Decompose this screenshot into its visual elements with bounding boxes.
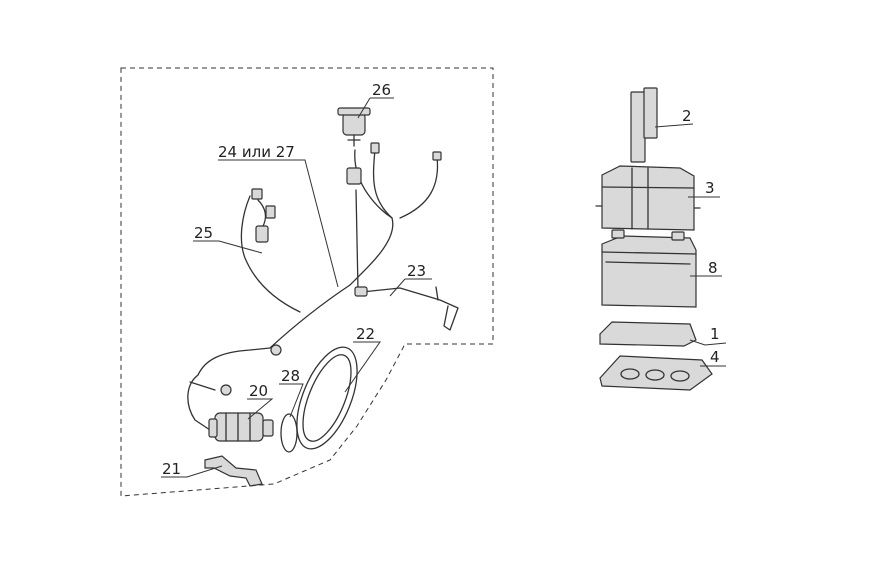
battery <box>601 229 697 308</box>
starter-motor <box>208 412 274 442</box>
rotor-plate <box>296 346 358 450</box>
callout-28: 28 <box>281 367 300 385</box>
callout-3: 3 <box>705 179 715 197</box>
battery-cover <box>595 165 701 231</box>
ground-cable <box>354 286 459 331</box>
callout-26: 26 <box>372 81 391 99</box>
starter-relay <box>337 107 371 147</box>
callout-22: 22 <box>356 325 375 343</box>
wire-harness <box>197 142 442 376</box>
battery-tray <box>599 321 697 347</box>
callout-25: 25 <box>194 224 213 242</box>
callout-20: 20 <box>249 382 268 400</box>
callout-24-or-27: 24 или 27 <box>218 143 295 161</box>
battery-holder <box>599 355 713 391</box>
callout-2: 2 <box>682 107 692 125</box>
callout-23: 23 <box>407 262 426 280</box>
callout-21: 21 <box>162 460 181 478</box>
callout-4: 4 <box>710 348 720 366</box>
battery-strap <box>630 87 658 163</box>
callout-8: 8 <box>708 259 718 277</box>
battery-cable <box>187 374 232 431</box>
group-boundary <box>120 67 494 497</box>
leader-lines <box>161 97 727 478</box>
o-ring <box>280 413 298 453</box>
callout-1: 1 <box>710 325 720 343</box>
mounting-bracket <box>204 455 263 487</box>
switch-wire <box>240 188 301 313</box>
